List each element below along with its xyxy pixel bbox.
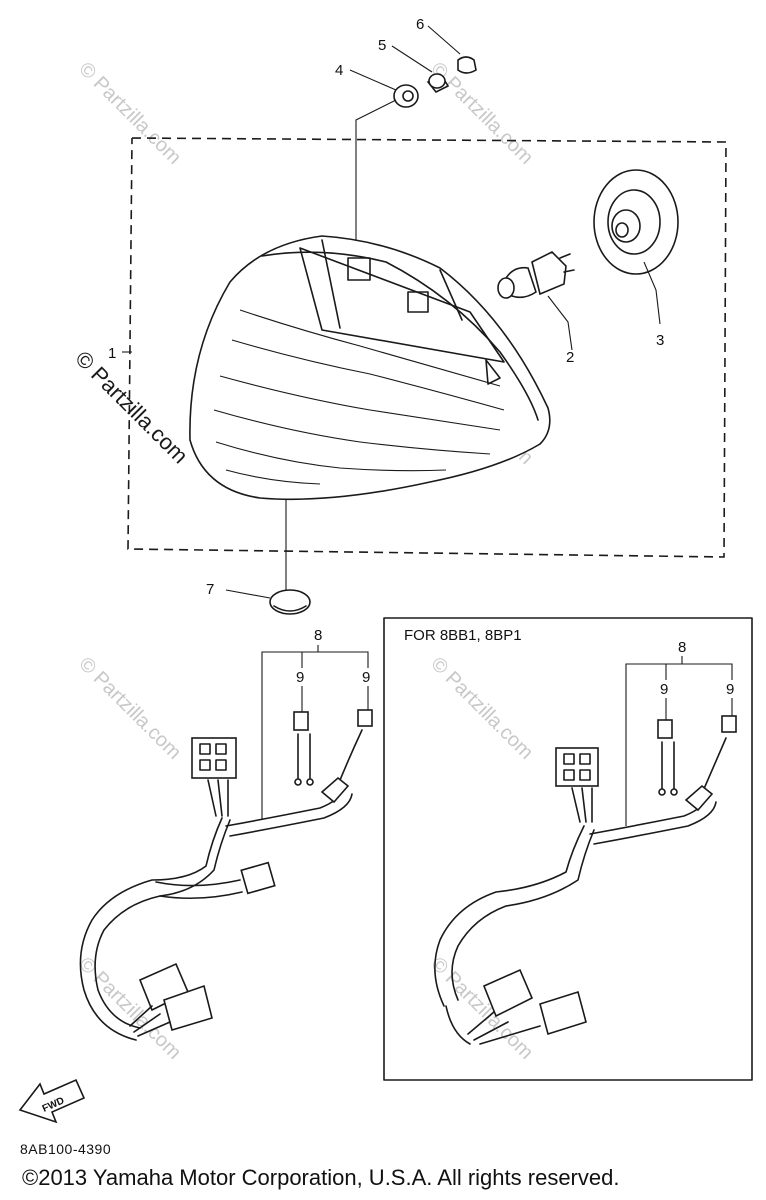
callout-3: 3: [656, 332, 664, 349]
wire-harness-main: 8 9 9: [79, 627, 373, 1041]
diagram-code: 8AB100-4390: [20, 1141, 112, 1157]
leader-line-4-down: [355, 99, 397, 250]
watermark: © Partzilla.com: [426, 58, 537, 169]
inset-box: [383, 617, 753, 1081]
leader-line-7: [225, 589, 271, 599]
copyright-notice: ©2013 Yamaha Motor Corporation, U.S.A. A…: [22, 1165, 620, 1190]
leader-line-4: [349, 69, 397, 91]
callout-8: 8: [314, 627, 322, 644]
callout-9: 9: [726, 681, 734, 698]
callout-2: 2: [566, 349, 574, 366]
inset-box-title: FOR 8BB1, 8BP1: [404, 627, 522, 644]
callout-6: 6: [416, 16, 424, 33]
part-4-grommet: [393, 84, 419, 108]
watermark-dark: © Partzilla.com: [70, 346, 193, 469]
wire-harness-variant: 8 9 9: [434, 639, 737, 1045]
watermark: © Partzilla.com: [426, 653, 537, 764]
watermark: © Partzilla.com: [74, 653, 185, 764]
callout-1: 1: [108, 345, 116, 362]
part-6-bulb-cap: [457, 56, 477, 74]
callout-9: 9: [296, 669, 304, 686]
callout-4: 4: [335, 62, 343, 79]
leader-line-3: [643, 261, 661, 325]
callout-9: 9: [362, 669, 370, 686]
part-3-cover: [593, 169, 679, 275]
headlight-housing: [189, 235, 551, 501]
watermark: © Partzilla.com: [74, 58, 185, 169]
part-2-bulb: [497, 251, 575, 299]
callout-7: 7: [206, 581, 214, 598]
fwd-arrow-icon: FWD: [18, 1078, 86, 1124]
leader-line-6: [427, 25, 461, 55]
part-7-cap: [269, 589, 311, 615]
watermark-layer: © Partzilla.com © Partzilla.com © Partzi…: [70, 58, 537, 1064]
part-5-socket: [426, 73, 450, 94]
assembly-boundary: [127, 137, 727, 558]
callout-5: 5: [378, 37, 386, 54]
leader-line-5: [391, 45, 433, 73]
callout-9: 9: [660, 681, 668, 698]
callout-8: 8: [678, 639, 686, 656]
leader-line-2: [547, 295, 573, 351]
